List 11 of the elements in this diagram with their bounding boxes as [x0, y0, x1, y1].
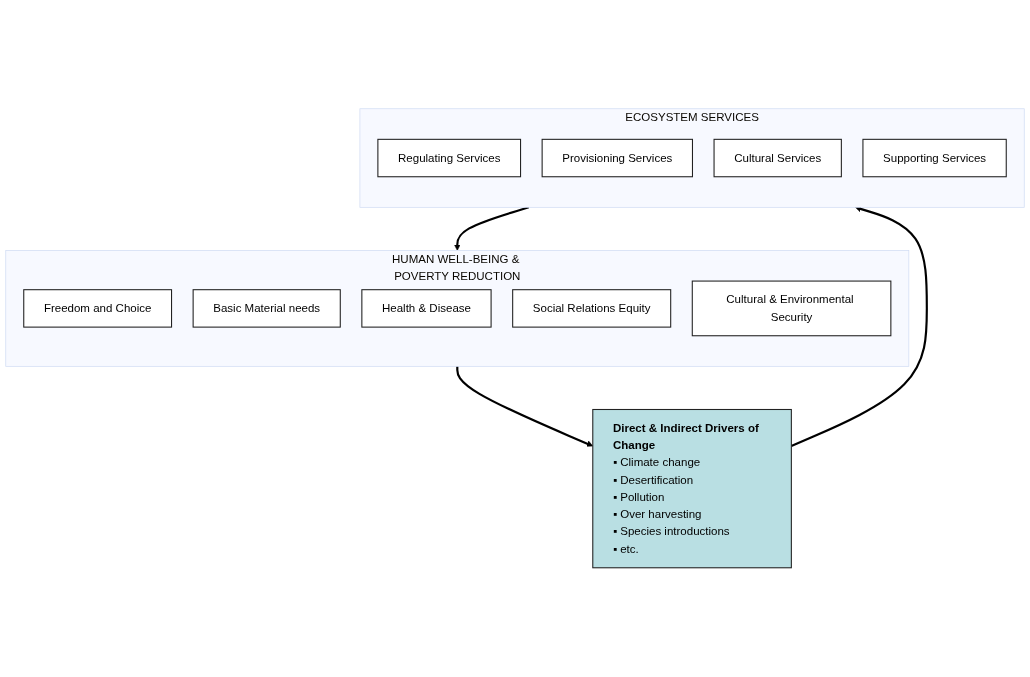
- node-box: Cultural & Environmental Security: [691, 280, 892, 337]
- node-box: Social Relations Equity: [512, 289, 672, 328]
- node-box: Cultural Services: [713, 139, 842, 178]
- node-box: Freedom and Choice: [23, 289, 173, 328]
- node-box: Regulating Services: [377, 139, 522, 178]
- node-box: Direct & Indirect Drivers of Change ▪ Climate change ▪ Desertification ▪ Pollution ▪ Over harvesting ▪ Species introductions ▪ etc.: [592, 409, 792, 569]
- node-box: Health & Disease: [361, 289, 492, 328]
- node-box: Provisioning Services: [541, 139, 693, 178]
- node-box: Basic Material needs: [192, 289, 341, 328]
- arrow: [454, 206, 530, 251]
- node-box: Supporting Services: [862, 139, 1007, 178]
